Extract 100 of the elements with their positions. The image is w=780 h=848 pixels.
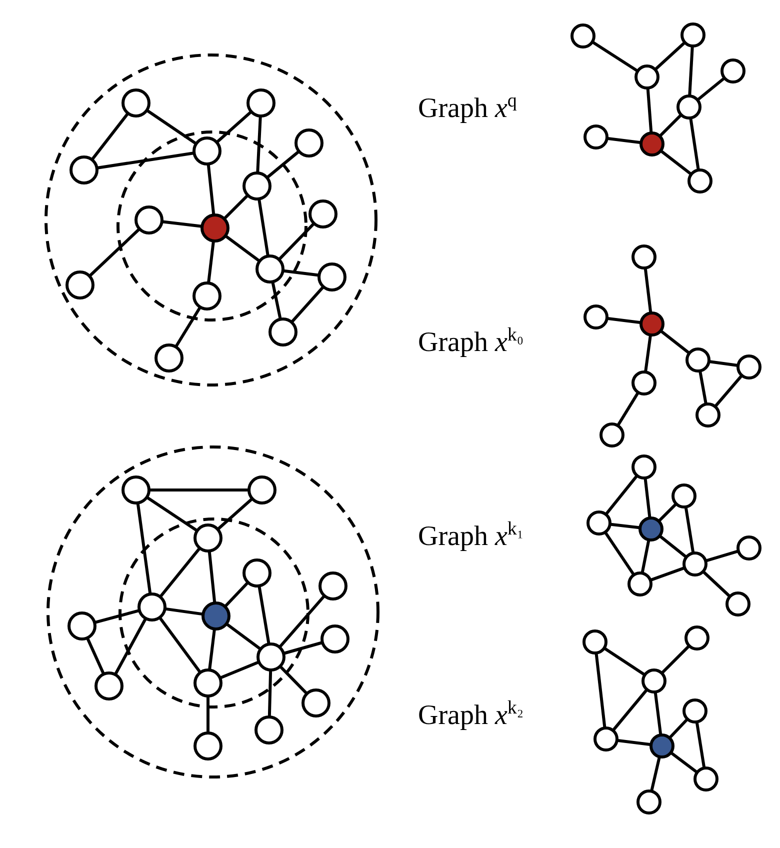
graph-edge [290,286,325,324]
graph-node-circle [570,24,596,48]
graph-edge [149,488,249,492]
graph-node-circle [268,318,298,346]
graph-edge [644,478,652,518]
graph-edge [668,718,689,740]
graph-edge [644,334,652,372]
graph-node-circle [682,698,708,724]
graph-edge [644,268,652,314]
graph-edge [158,616,202,674]
graph-node-circle [192,136,222,166]
graph-label: Graph x$^{q}$ [418,92,517,126]
graph-edge [159,547,201,598]
graph-node-circle [192,282,222,310]
graph-edge [688,46,694,96]
graph-edge [696,76,726,102]
graph-edge [206,164,216,216]
graph-node-circle [256,254,284,284]
graph-node-circle [582,630,608,654]
graph-edge [258,198,270,256]
graph-edge [654,41,686,71]
graph-node-circle [694,766,718,792]
graph-label: Graph x$^{k₂}$ [418,699,524,733]
graph-edge [689,118,700,170]
graph-edge [606,316,642,324]
graph-edge [278,594,326,648]
graph-node-circle [70,156,98,184]
graph-edge [603,646,646,676]
graph-edge [610,522,640,530]
graph-edge [146,109,198,145]
graph-edge [658,502,678,522]
graph-node-circle [294,128,324,158]
graph-label: Graph x$^{k₀}$ [418,326,524,360]
graph-label: Graph x$^{k₁}$ [418,520,524,554]
graph-edge [591,40,639,72]
graph-node-circle [628,572,652,596]
graph-node-circle [684,626,710,650]
graph-node-circle [318,262,346,292]
graph-edge [660,330,690,354]
graph-edge [708,360,738,367]
graph-edge [282,269,320,277]
graph-edge [616,738,652,746]
graph-edge [684,506,695,554]
graph-node-circle [636,790,662,814]
graph-edge [258,586,270,644]
graph-edge [604,474,638,516]
graph-node-circle [680,22,706,48]
graph-edge [650,566,686,582]
graph-node-circle [584,124,608,150]
center-node-circle [638,516,664,542]
graph-node-circle [736,536,762,560]
graph-node-circle [318,572,348,600]
graph-node-circle [194,732,222,760]
graph-edge [224,234,260,262]
graph-edge [88,228,141,278]
graph-node-circle [736,354,762,380]
graph-node-circle [642,668,666,694]
graph-node-circle [726,592,750,616]
graph-node-circle [634,64,660,90]
graph-edge [207,240,215,284]
graph-edge [654,692,662,736]
graph-edge [283,641,323,655]
graph-edge [612,688,648,732]
graph-node-circle [594,726,618,752]
graph-edge [660,150,692,176]
graph-edge [208,628,216,670]
graph-node-circle [134,206,164,234]
graph-edge [206,696,210,733]
center-node-circle [202,602,230,630]
graph-edge [604,531,636,576]
graph-node-circle [688,168,712,194]
graph-node-circle [94,672,124,700]
graph-edge [271,281,282,320]
graph-node-circle [696,402,720,428]
graph-node-circle [254,716,284,744]
graph-node-circle [68,612,96,640]
graph-node-circle [632,454,656,480]
graph-edge [714,374,744,408]
graph-edge [216,497,254,531]
graph-edge [616,392,640,426]
center-node-circle [650,734,674,758]
graph-edge [216,110,252,144]
graph-edge [640,540,650,574]
graph-edge [174,306,202,348]
graph-edge [224,581,250,608]
graph-edge [223,194,249,220]
graph-edge [658,114,682,138]
graph-node-circle [584,304,608,330]
graph-node-circle [122,88,150,118]
graph-node-circle [194,524,222,552]
graph-node-circle [242,558,272,588]
graph-edge [208,550,216,604]
center-node-circle [640,312,664,336]
graph-node-circle [600,422,624,448]
center-node-circle [640,132,664,156]
graph-node-circle [248,476,276,504]
graph-edge [650,756,661,792]
graph-node-circle [586,510,612,536]
graph-edge [606,136,642,144]
graph-edge [670,751,698,774]
